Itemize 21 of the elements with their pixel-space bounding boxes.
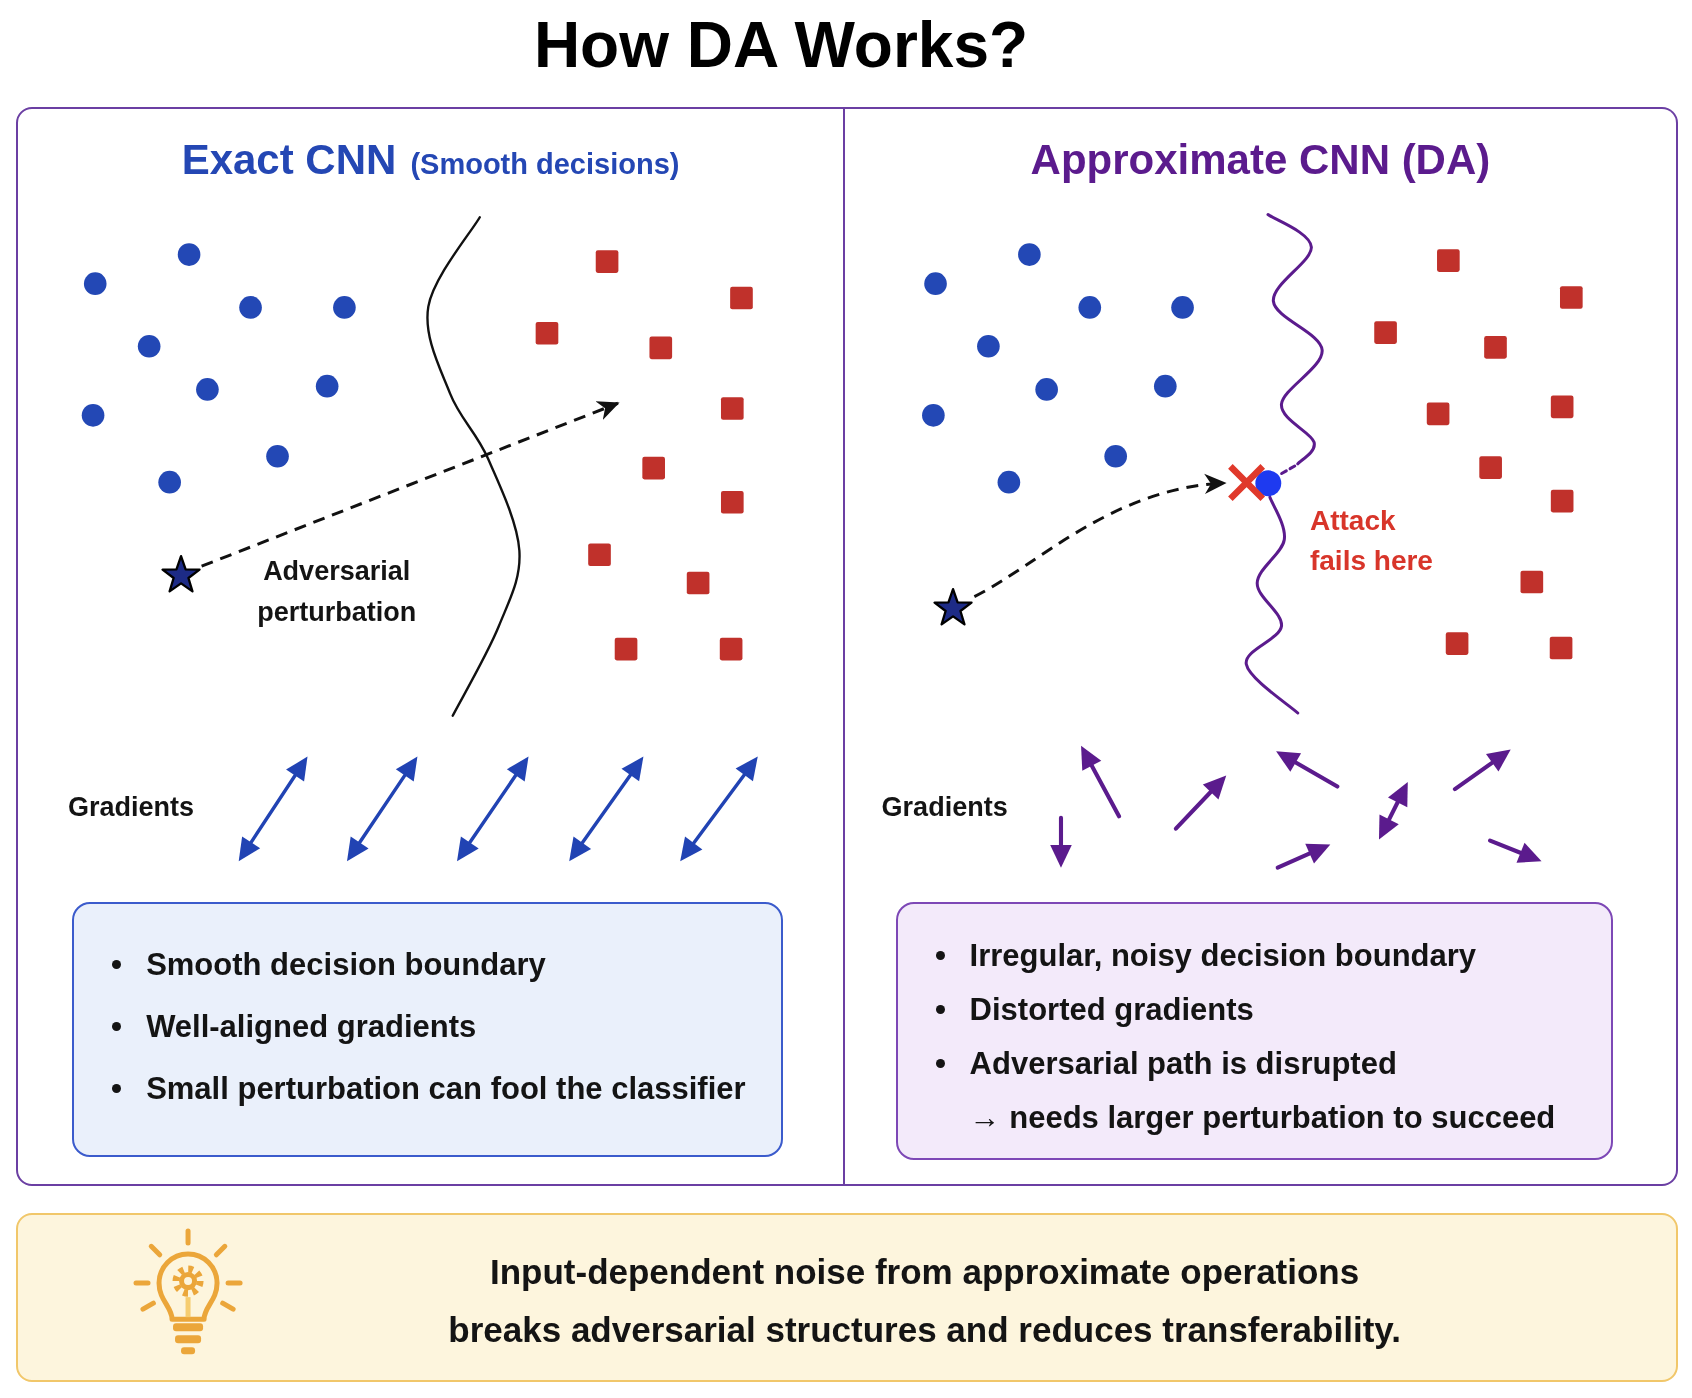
panel-title: Exact CNN [181, 135, 397, 183]
dashed-arrow [201, 401, 620, 568]
summary-box [72, 901, 784, 1157]
page-title: How DA Works? [533, 8, 1029, 82]
list-item: Smooth decision boundary [106, 933, 546, 996]
list-item: Small perturbation can fool the classifier [106, 1057, 746, 1120]
annotation-text: Attack fails here [1309, 503, 1433, 578]
list-item: Irregular, noisy decision boundary [929, 928, 1477, 983]
list-item: Distorted gradients [929, 982, 1254, 1037]
dashed-arrow [973, 474, 1227, 598]
list-item: Well-aligned gradients [106, 995, 477, 1058]
summary-box [895, 901, 1614, 1160]
panel-title: Approximate CNN (DA) [1030, 135, 1491, 183]
list-item: Adversarial path is disrupted → needs larger perturbation to succeed [929, 1036, 1556, 1145]
banner-text: Input-dependent noise from approximate operations breaks adversarial structures and reduces transferability. [448, 1250, 1401, 1351]
panel-subtitle: (Smooth decisions) [410, 147, 680, 180]
row-label: Gradients [881, 790, 1008, 823]
panel [16, 106, 845, 1186]
row-label: Gradients [67, 790, 194, 823]
panel [844, 106, 1678, 1186]
note-banner [16, 1212, 1678, 1383]
